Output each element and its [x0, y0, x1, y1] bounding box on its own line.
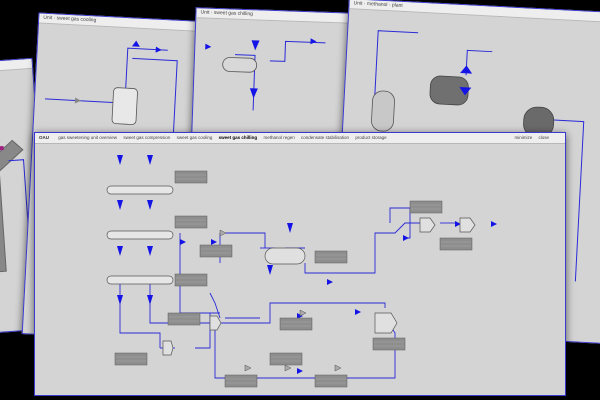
arrow-up-icon: [131, 40, 140, 47]
pipe: [374, 30, 419, 101]
stream-data-panel: [269, 352, 303, 366]
arrow-down-icon: [287, 223, 293, 233]
arrow-right-icon: [355, 309, 361, 315]
mixer-icon: [162, 340, 174, 356]
stream-data-panel: [314, 250, 348, 264]
arrow-right-icon: [491, 221, 497, 227]
arrow-right-icon: [180, 239, 186, 245]
main-window[interactable]: OAU gas sweetening unit overview sweet g…: [34, 132, 566, 396]
stream-data-panel: [314, 374, 348, 388]
arrow-down-icon: [117, 200, 123, 210]
tank-icon: [429, 75, 469, 106]
stream-data-panels: [114, 170, 473, 388]
valve-icon: [284, 364, 292, 372]
stream-data-panel: [167, 312, 201, 326]
process-diagram: [371, 30, 585, 282]
back-window-2[interactable]: Unit · sweet gas chilling: [184, 7, 358, 335]
tab-condensate[interactable]: condensate stabilisation: [301, 135, 350, 140]
stream-data-panel: [279, 317, 313, 331]
stream-data-panel: [409, 200, 443, 214]
valves: [219, 229, 342, 372]
mixer-icon: [374, 312, 398, 334]
tab-cooling[interactable]: sweet gas cooling: [176, 135, 213, 140]
tab-chilling[interactable]: sweet gas chilling: [218, 135, 258, 140]
arrow-right-icon: [155, 46, 162, 53]
pipe: [132, 57, 178, 141]
stream-data-panel: [114, 352, 148, 366]
back-window-3[interactable]: Unit · methanol · plant: [331, 0, 600, 344]
valve-icon: [299, 309, 307, 317]
process-diagram: [45, 40, 178, 141]
flow-arrows: [117, 155, 497, 374]
stream-data-panel: [174, 170, 208, 184]
arrow-right-icon: [455, 221, 461, 227]
tab-compression[interactable]: sweet gas compression: [123, 135, 171, 140]
arrow-right-icon: [205, 43, 212, 50]
pipe: [553, 119, 585, 282]
arrow-down-icon: [117, 246, 123, 256]
window-title-bar[interactable]: OAU gas sweetening unit overview sweet g…: [35, 133, 565, 144]
valve-icon: [74, 97, 81, 104]
splitter-icon: [419, 217, 436, 233]
process-diagram: [205, 38, 326, 111]
arrow-right-icon: [327, 279, 333, 285]
valve-icon: [244, 364, 252, 372]
exchanger-icon: [106, 275, 174, 285]
back-window-1[interactable]: Unit · sweet gas cooling: [21, 12, 221, 344]
arrow-down-icon: [147, 200, 153, 210]
heat-exchangers: [106, 185, 476, 356]
splitter-icon: [209, 315, 222, 331]
arrow-down-icon: [147, 295, 153, 305]
arrow-down-icon: [459, 87, 472, 96]
arrow-down-icon: [147, 155, 153, 165]
window-controls[interactable]: minimize close: [514, 133, 554, 143]
arrow-right-icon: [310, 38, 317, 45]
arrow-right-icon: [211, 239, 217, 245]
exchanger-icon: [106, 185, 174, 195]
stream-data-panel: [224, 374, 258, 388]
valve-icon: [334, 364, 342, 372]
stream-data-panel: [199, 244, 233, 258]
reactor-vessel-icon: [371, 90, 395, 132]
tab-overview[interactable]: gas sweetening unit overview: [58, 135, 118, 140]
valve-icon: [0, 146, 4, 151]
arrow-down-icon: [251, 40, 260, 51]
stream-data-panel: [372, 337, 406, 351]
exchanger-icon: [106, 230, 174, 240]
tab-storage[interactable]: product storage: [355, 135, 387, 140]
arrow-down-icon: [117, 155, 123, 165]
splitter-icon: [459, 217, 476, 233]
valve-icon: [219, 229, 227, 237]
stream-data-panel: [174, 273, 208, 287]
process-flow-diagram: [106, 155, 497, 388]
app-logo: OAU: [39, 135, 49, 140]
vessel-icon: [111, 87, 138, 125]
pipe: [269, 40, 326, 62]
tab-methanol[interactable]: methanol regen: [263, 135, 295, 140]
separator-vessel-icon: [264, 247, 306, 265]
exchanger-icon: [222, 57, 258, 73]
arrow-up-icon: [460, 65, 473, 74]
minimize-button[interactable]: minimize: [514, 135, 533, 140]
arrow-down-icon: [249, 88, 258, 99]
close-button[interactable]: close: [538, 135, 549, 140]
stream-data-panel: [174, 215, 208, 229]
arrow-right-icon: [403, 235, 409, 241]
arrow-down-icon: [117, 295, 123, 305]
arrow-down-icon: [267, 265, 273, 275]
pipe: [124, 47, 168, 99]
arrow-down-icon: [147, 246, 153, 256]
frame-structure: [0, 139, 24, 273]
arrow-right-icon: [297, 368, 303, 374]
stream-data-panel: [439, 237, 473, 251]
